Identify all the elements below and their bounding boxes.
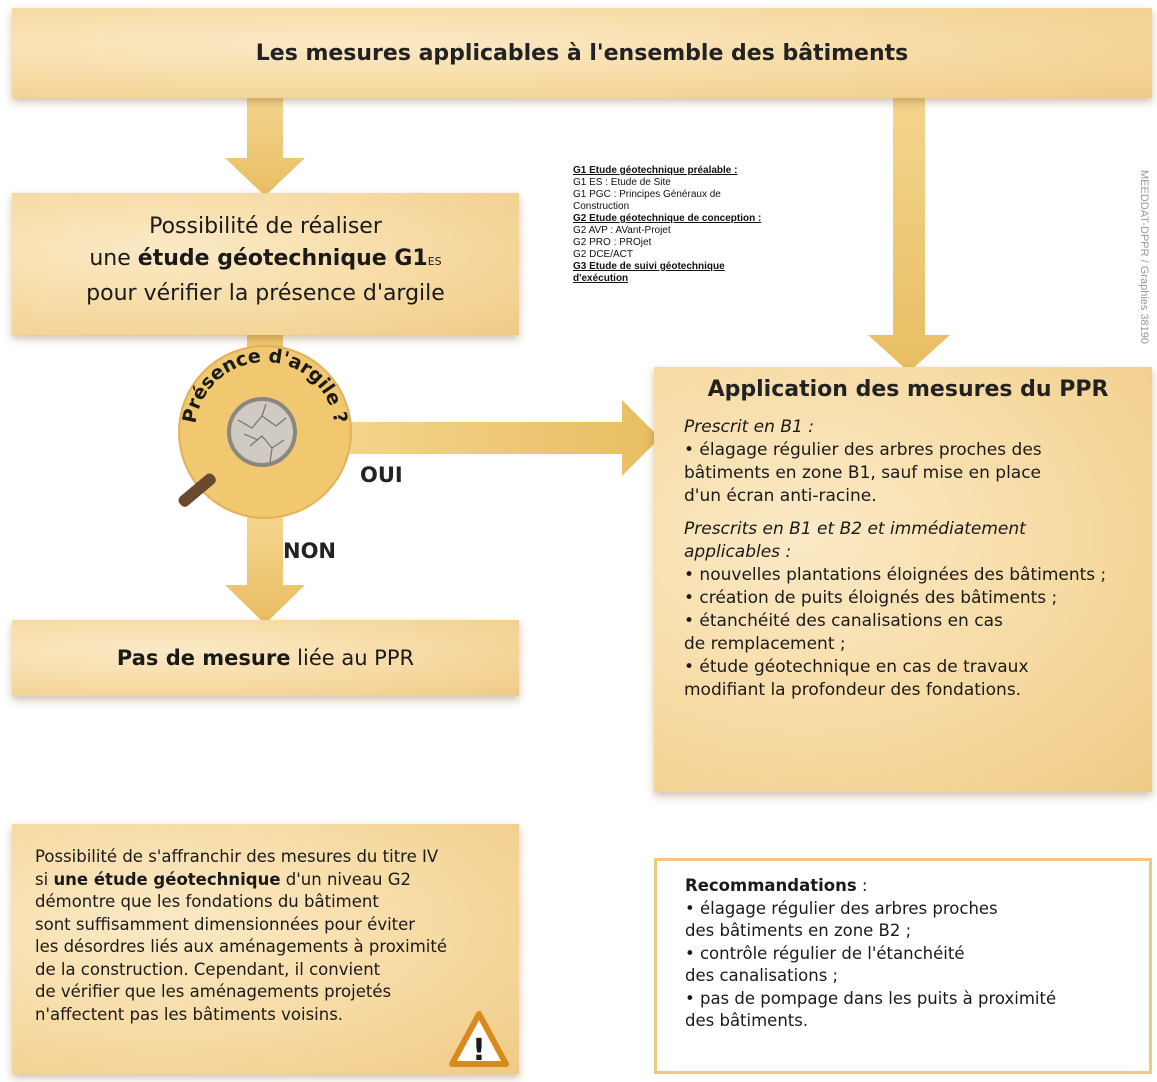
g2-line: de la construction. Cependant, il convie…: [35, 959, 381, 979]
no-measure-bold: Pas de mesure: [116, 646, 291, 670]
reco-title-bold: Recommandations: [685, 876, 857, 895]
g2-line: les désordres liés aux aménagements à pr…: [35, 937, 448, 956]
g1-line-3: pour vérifier la présence d'argile: [86, 281, 445, 306]
ppr-b1b2-line: de remplacement ;: [684, 634, 846, 654]
g1-line-1: Possibilité de réaliser: [149, 214, 382, 239]
decision-question-text: Présence d'argile ?: [178, 345, 351, 425]
g2-line: si une étude géotechnique d'un niveau G2: [35, 869, 499, 892]
g2-line-2-post: d'un niveau G2: [280, 869, 412, 889]
legend-g2-head: G2 Etude géotechnique de conception :: [573, 213, 762, 224]
g2-line-2-bold: une étude géotechnique: [53, 869, 281, 889]
credit-line: MEEDDAT-DPPR / Graphies 38190: [1138, 170, 1150, 345]
top-banner: Les mesures applicables à l'ensemble des…: [12, 8, 1152, 98]
warning-icon: !: [449, 1011, 509, 1068]
legend-g1-head: G1 Etude géotechnique préalable :: [573, 165, 738, 176]
legend-g1-es: G1 ES : Etude de Site: [573, 177, 671, 188]
g1-line-2-sub: ES: [427, 255, 442, 268]
reco-line: • élagage régulier des arbres proches: [685, 898, 998, 918]
ppr-b1b2-head-2: applicables :: [684, 542, 792, 562]
reco-line: des bâtiments.: [685, 1011, 809, 1030]
top-banner-title: Les mesures applicables à l'ensemble des…: [255, 40, 909, 66]
g1-line-2-pre: une: [89, 246, 138, 271]
magnifier-lens: [227, 397, 297, 467]
legend-g2-avp: G2 AVP : AVant-Projet: [573, 225, 671, 236]
no-label: NON: [283, 539, 337, 563]
ppr-b1b2-line: • étanchéité des canalisations en cas: [684, 611, 1003, 631]
ppr-b1-head: Prescrit en B1 :: [684, 417, 814, 437]
g1-line-2: une étude géotechnique G1ES: [12, 243, 519, 278]
ppr-b1b2-line: • nouvelles plantations éloignées des bâ…: [684, 565, 1107, 585]
g2-exemption-box: Possibilité de s'affranchir des mesures …: [12, 824, 519, 1074]
reco-line: • contrôle régulier de l'étanchéité: [685, 943, 965, 963]
warning-glyph: !: [472, 1033, 486, 1068]
ppr-b1b2-head-1: Prescrits en B1 et B2 et immédiatement: [684, 519, 1026, 539]
arrow-oui: [330, 400, 660, 476]
clay-cracks: [237, 403, 287, 463]
g2-line-2-pre: si: [35, 869, 54, 889]
legend-g3-head-1: G3 Etude de suivi géotechnique: [573, 261, 725, 272]
ppr-b1b2-line: • création de puits éloignés des bâtimen…: [684, 588, 1058, 608]
legend-g1-pgc-2: Construction: [573, 201, 630, 212]
g2-line: sont suffisamment dimensionnées pour évi…: [35, 914, 416, 934]
g1-line-2-bold: étude géotechnique G1: [137, 246, 428, 271]
g2-line: n'affectent pas les bâtiments voisins.: [35, 1004, 344, 1024]
reco-line: • pas de pompage dans les puits à proxim…: [685, 988, 1057, 1008]
reco-title-rest: :: [856, 876, 868, 895]
ppr-b1-line: bâtiments en zone B1, sauf mise en place: [684, 463, 1042, 483]
legend-g2-pro: G2 PRO : PROjet: [573, 237, 652, 248]
reco-title: Recommandations :: [685, 875, 1129, 898]
legend-g1-pgc-1: G1 PGC : Principes Généraux de: [573, 189, 721, 200]
ppr-title: Application des mesures du PPR: [707, 377, 1109, 402]
no-measure-rest: liée au PPR: [290, 646, 415, 670]
g1-study-box: Possibilité de réaliser une étude géotec…: [12, 193, 519, 335]
reco-line: des canalisations ;: [685, 966, 839, 985]
ppr-b1-line: d'un écran anti-racine.: [684, 486, 877, 506]
ppr-b1b2-line: • étude géotechnique en cas de travaux: [684, 657, 1029, 677]
legend-g2-dce: G2 DCE/ACT: [573, 249, 634, 260]
ppr-measures-box: Application des mesures du PPR Prescrit …: [654, 367, 1152, 792]
arrow-banner-to-ppr: [868, 96, 950, 372]
svg-text:Présence d'argile ?: Présence d'argile ?: [178, 345, 351, 425]
recommendations-box: Recommandations : • élagage régulier des…: [654, 858, 1152, 1074]
ppr-b1b2-line: modifiant la profondeur des fondations.: [684, 680, 1022, 700]
study-legend: G1 Etude géotechnique préalable : G1 ES …: [573, 165, 833, 285]
magnifier-handle: [178, 473, 216, 507]
reco-line: des bâtiments en zone B2 ;: [685, 921, 912, 940]
yes-label: OUI: [360, 463, 403, 487]
no-measure-box: Pas de mesure liée au PPR: [12, 620, 519, 696]
g2-line: de vérifier que les aménagements projeté…: [35, 982, 392, 1001]
legend-g3-head-2: d'exécution: [573, 273, 629, 284]
arrow-banner-to-g1: [225, 96, 305, 196]
ppr-b1-line: • élagage régulier des arbres proches de…: [684, 440, 1042, 460]
g2-line: Possibilité de s'affranchir des mesures …: [35, 847, 439, 866]
arrow-non: [225, 515, 305, 624]
g2-line: démontre que les fondations du bâtiment: [35, 892, 379, 911]
